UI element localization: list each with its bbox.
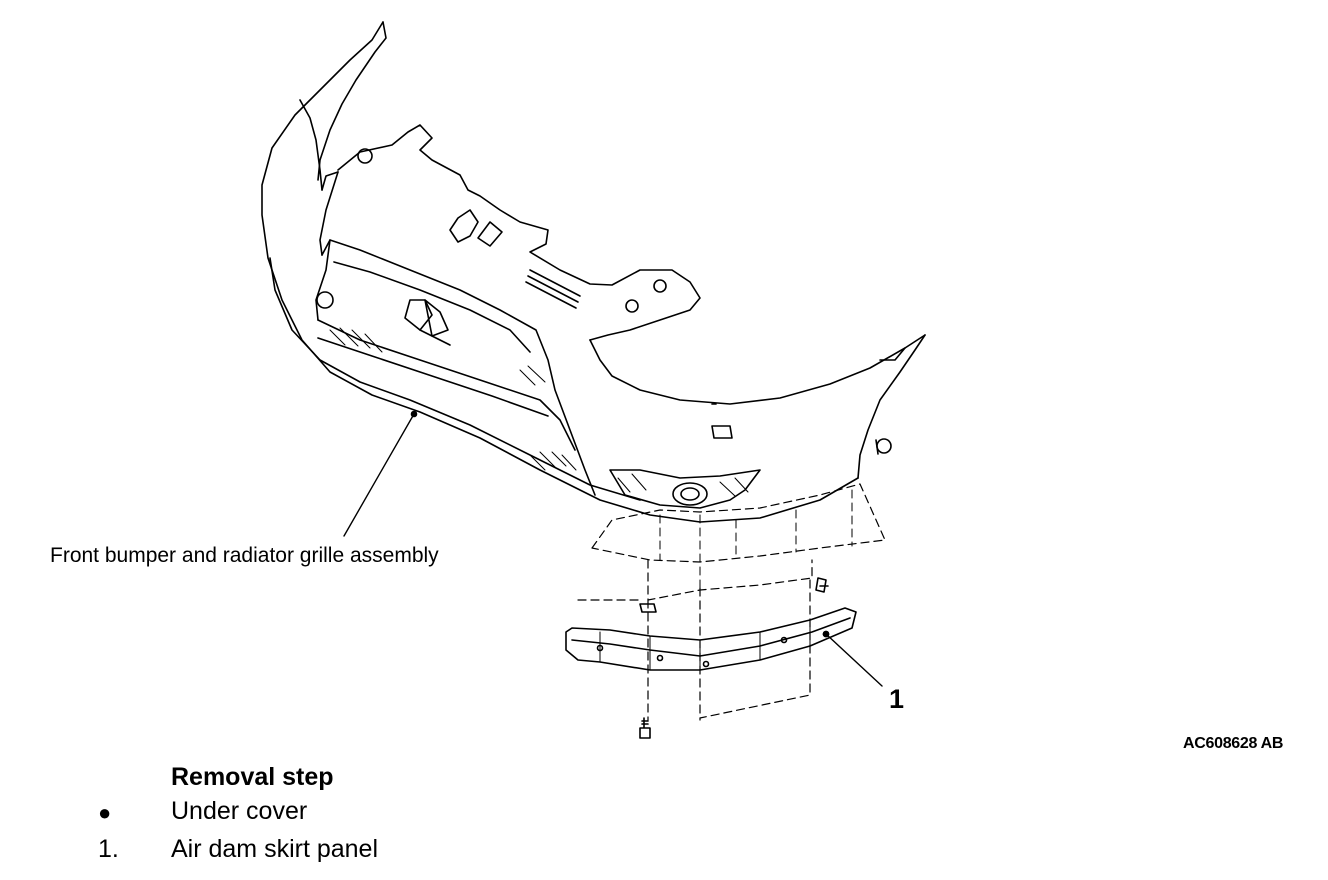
callout-1-leader-line <box>825 633 883 687</box>
step-air-dam-skirt-panel: Air dam skirt panel <box>171 835 379 863</box>
removal-steps-heading: Removal step <box>171 763 334 791</box>
guide-lines <box>577 483 886 721</box>
exploded-diagram <box>261 21 926 739</box>
screw-icon <box>639 717 651 739</box>
step-marker-bullet: ● <box>98 800 112 825</box>
step-under-cover: Under cover <box>171 797 308 825</box>
bumper-assembly-label: Front bumper and radiator grille assembl… <box>50 544 439 567</box>
step-marker-1: 1. <box>98 835 119 863</box>
bumper-leader-line <box>343 413 415 537</box>
air-dam-skirt-panel-drawing <box>565 607 857 671</box>
figure-code: AC608628 AB <box>1183 735 1284 752</box>
callout-number-1: 1 <box>889 684 905 714</box>
clip-icon <box>639 577 829 613</box>
front-bumper-drawing <box>261 21 926 523</box>
